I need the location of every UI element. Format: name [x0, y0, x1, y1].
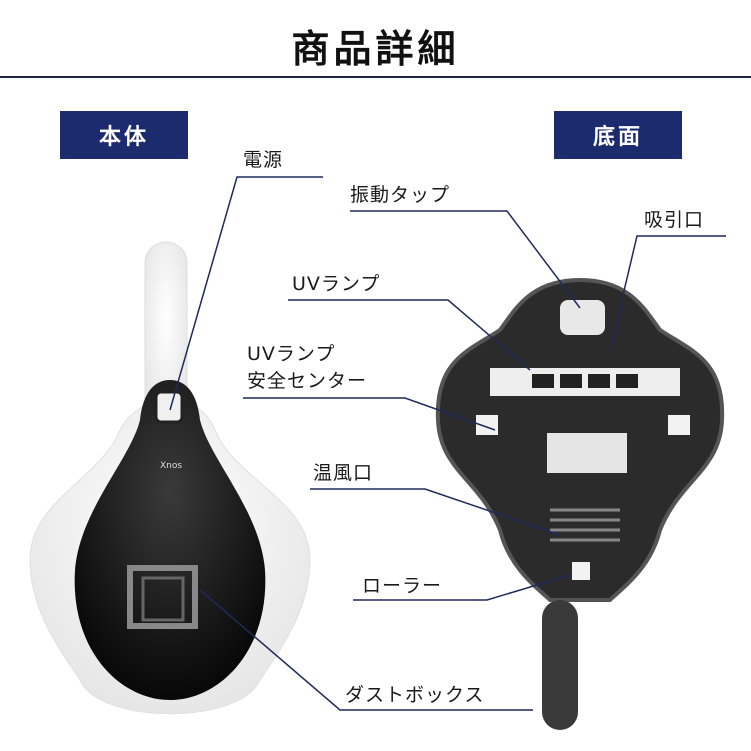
callout-uv-lamp: UVランプ [292, 273, 381, 295]
device-body-image: Xnos [29, 241, 311, 715]
callout-dust-box: ダストボックス [345, 684, 485, 706]
callout-warm-air-outlet: 温風口 [313, 462, 374, 484]
callout-uv-safety-line2: 安全センター [247, 370, 368, 392]
callout-suction-port: 吸引口 [644, 209, 705, 231]
page-title: 商品詳細 [291, 27, 460, 71]
callout-uv-safety-line1: UVランプ [247, 343, 336, 365]
title-divider [0, 76, 751, 78]
callout-power: 電源 [243, 149, 284, 171]
callout-vibration-tap: 振動タップ [350, 184, 451, 206]
brand-logo: Xnos [160, 461, 182, 471]
section-badge-bottom: 底面 [554, 111, 682, 159]
spec-label-sticker [547, 433, 627, 473]
callout-roller: ローラー [362, 575, 443, 597]
device-bottom-image [435, 277, 725, 730]
section-badge-body: 本体 [60, 111, 188, 159]
